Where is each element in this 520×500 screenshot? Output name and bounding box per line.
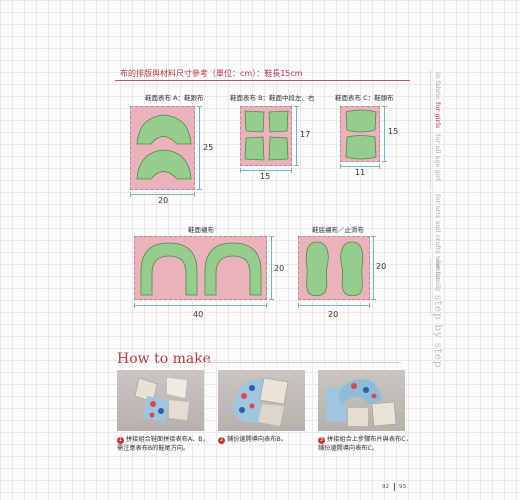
pattern-b-tick <box>294 165 299 166</box>
step-2-photo <box>218 370 305 431</box>
pattern-sole-tick <box>298 303 299 308</box>
step-3-text: 拼接組合上步驟布片與表布C，鋪份邊開導向表布C。 <box>318 436 412 452</box>
step-1-photo <box>117 370 204 431</box>
chapter-tab[interactable]: for family <box>430 258 448 316</box>
pattern-c-width-line <box>340 166 380 167</box>
pattern-lining-label: 鞋面襯布 <box>188 226 214 234</box>
pattern-a-height-line <box>199 106 200 190</box>
step-3-photo <box>318 370 405 431</box>
page-number-left: 92 <box>382 484 389 490</box>
pattern-c-tick <box>379 164 380 169</box>
pattern-sole-height-line <box>373 236 374 300</box>
pattern-a-tick <box>197 106 202 107</box>
pattern-lining-tick <box>269 236 274 237</box>
chapter-tab-label: for all age girl <box>434 134 442 181</box>
pattern-a-tick <box>130 192 131 197</box>
pattern-sole-width-line <box>298 305 370 306</box>
howto-title: How to make <box>117 351 211 367</box>
pattern-lining-fabric <box>134 236 267 300</box>
page-number-right: 93 <box>399 484 406 490</box>
step-2-text: 鋪份邊開導向表布B。 <box>227 436 287 443</box>
pattern-b-width: 15 <box>260 172 271 181</box>
step-1-number: 1 <box>117 436 124 444</box>
pattern-a-shapes <box>136 114 192 180</box>
step-3-illustration <box>326 379 397 427</box>
pattern-c-tick <box>340 164 341 169</box>
step-1-illustration <box>134 377 189 422</box>
pattern-b-height-line <box>296 106 297 166</box>
chapter-tab[interactable]: for arts and crafts women <box>430 192 448 280</box>
pattern-b-tick <box>240 168 241 173</box>
pattern-sole-tick <box>369 303 370 308</box>
pattern-a-height: 25 <box>203 143 214 152</box>
pattern-b-tick <box>291 168 292 173</box>
pattern-sole-width: 20 <box>328 310 339 319</box>
pattern-lining-height: 20 <box>274 264 285 273</box>
chapter-tab[interactable]: in fabric <box>430 70 448 128</box>
title-divider <box>115 80 410 81</box>
page-number-divider <box>394 483 395 491</box>
pattern-a-label: 鞋面表布 A：鞋跟布 <box>145 94 204 102</box>
pattern-c-height-line <box>384 106 385 162</box>
pattern-b-label: 鞋面表布 B：鞋面中段左、右 <box>230 94 315 102</box>
pattern-lining-tick <box>134 303 135 308</box>
pattern-b-shapes <box>244 110 289 161</box>
pattern-b-height: 17 <box>300 130 311 139</box>
step-2-number: 2 <box>218 436 225 444</box>
pattern-lining-height-line <box>271 236 272 300</box>
section-title: 布的排版與材料尺寸參考（單位：cm）：鞋長15cm <box>120 69 303 78</box>
pattern-a-tick <box>194 192 195 197</box>
pattern-sole-shapes <box>305 241 364 297</box>
pattern-sole-tick <box>371 299 376 300</box>
pattern-b-tick <box>294 106 299 107</box>
pattern-sole-tick <box>371 236 376 237</box>
pattern-sole-label: 鞋底襯布／止滑布 <box>312 226 364 234</box>
pattern-lining-width: 40 <box>193 310 204 319</box>
pattern-a-width-line <box>130 194 195 195</box>
chapter-tab[interactable]: for all age girl <box>430 132 448 190</box>
pattern-b-fabric <box>240 106 292 166</box>
chapter-tab-label: for girls <box>434 102 442 129</box>
pattern-lining-width-line <box>134 305 267 306</box>
step-1-text: 拼接組合鞋面拼接表布A、B，需注意表布B的鞋尾方向。 <box>117 436 209 452</box>
pattern-c-width: 11 <box>355 168 366 177</box>
pattern-a-tick <box>197 189 202 190</box>
pattern-c-height: 15 <box>388 127 399 136</box>
pattern-lining-shapes <box>140 242 262 296</box>
pattern-c-tick <box>382 106 387 107</box>
pattern-c-label: 鞋面表布 C：鞋頭布 <box>335 94 394 102</box>
pattern-b-width-line <box>240 170 292 171</box>
chapter-tab-label: for family <box>434 260 442 292</box>
pattern-c-shapes <box>345 109 377 160</box>
howto-divider <box>196 362 401 363</box>
chapter-tab-label: for arts and crafts women <box>434 194 442 280</box>
pattern-a-width: 20 <box>158 196 169 205</box>
chapter-tab-label: in fabric <box>434 72 442 100</box>
pattern-c-tick <box>382 161 387 162</box>
step-3-number: 3 <box>318 436 325 444</box>
pattern-lining-tick <box>266 303 267 308</box>
pattern-a-fabric <box>130 106 195 190</box>
pattern-c-fabric <box>340 106 380 162</box>
step-2-illustration <box>232 377 289 426</box>
step-by-step-label: step by step <box>432 295 443 369</box>
pattern-sole-fabric <box>298 236 370 300</box>
pattern-lining-tick <box>269 299 274 300</box>
pattern-sole-height: 20 <box>376 262 387 271</box>
chapter-tab-active[interactable]: for girls <box>430 100 448 158</box>
